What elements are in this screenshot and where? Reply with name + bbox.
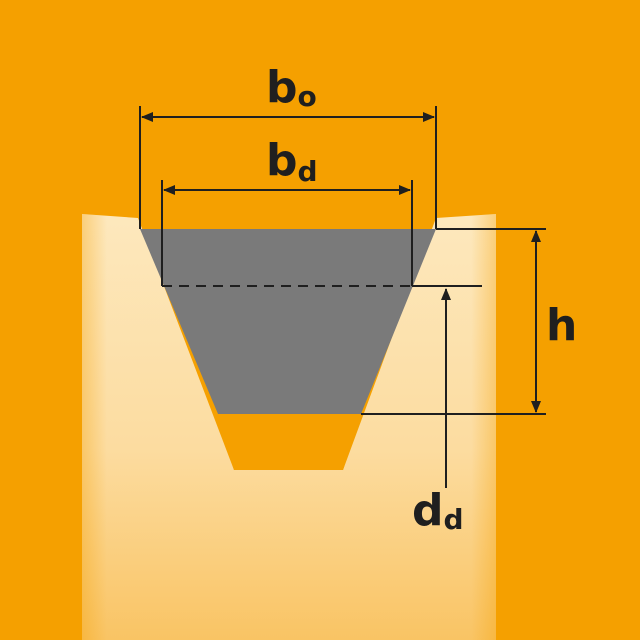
label-bd-main: b (266, 135, 298, 186)
label-bo-main: b (266, 62, 298, 113)
pulley-side-shading (82, 214, 496, 640)
label-dd-sub: d (444, 503, 464, 536)
groove-bottom (218, 414, 361, 470)
label-h: h (546, 300, 577, 351)
label-dd-main: d (412, 485, 444, 536)
v-belt-section (140, 229, 436, 414)
label-dd: dd (412, 485, 464, 536)
label-bd: bd (266, 135, 318, 188)
label-bo-sub: o (298, 80, 317, 113)
label-bo: bo (266, 62, 317, 113)
label-h-main: h (546, 300, 577, 351)
label-bd-sub: d (298, 155, 318, 188)
